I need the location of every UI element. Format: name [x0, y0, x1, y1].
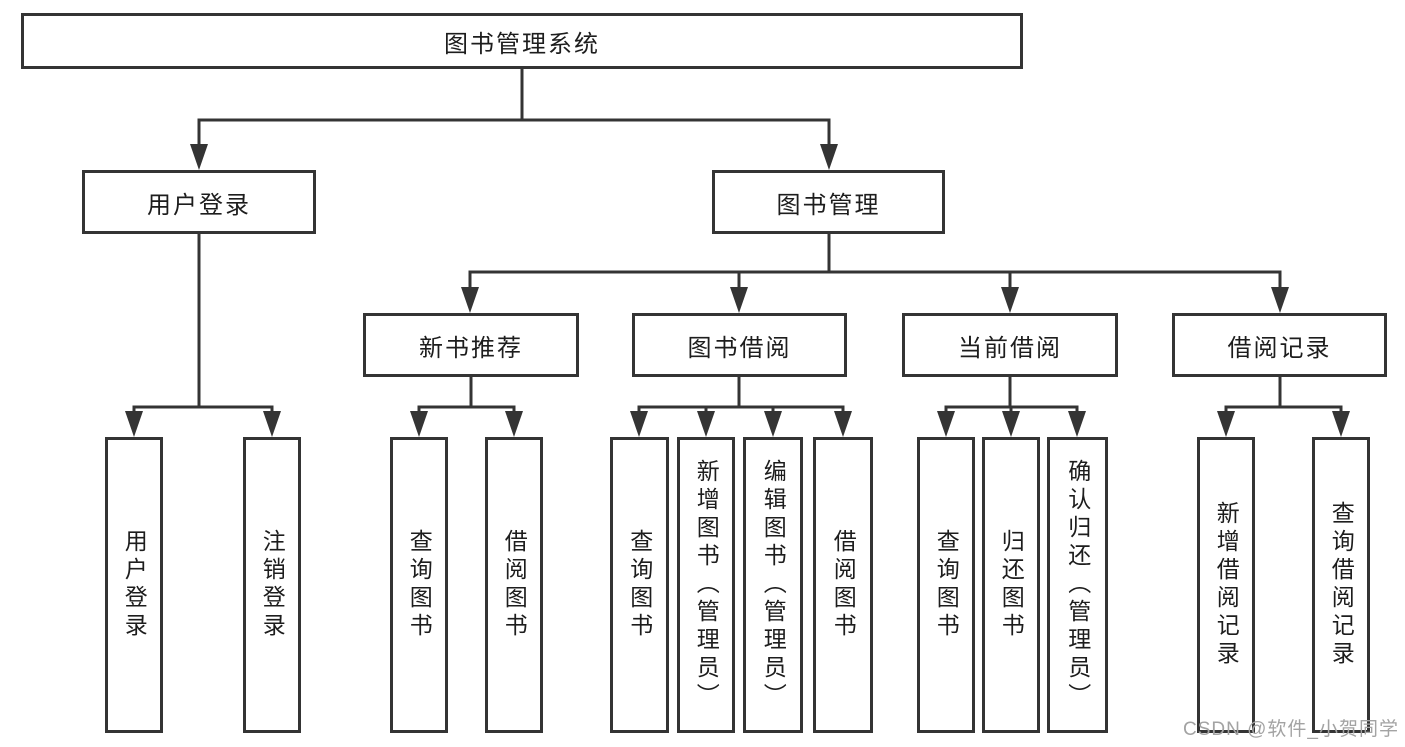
watermark: CSDN @软件_小贺同学 — [1183, 719, 1399, 740]
node-book-management: 图书管理 — [712, 170, 945, 234]
node-borrow-records-label: 借阅记录 — [1227, 334, 1332, 362]
node-leaf-edit-books-admin: 编辑图书（管理员） — [743, 437, 803, 733]
node-leaf-search-books-recommend: 查询图书 — [390, 437, 448, 733]
node-leaf-add-books-admin: 新增图书（管理员） — [677, 437, 735, 733]
node-leaf-confirm-return-admin: 确认归还（管理员） — [1047, 437, 1108, 733]
node-user-login: 用户登录 — [82, 170, 316, 234]
node-user-login-label: 用户登录 — [147, 191, 251, 219]
node-root-label: 图书管理系统 — [444, 30, 600, 58]
node-new-book-recommend: 新书推荐 — [363, 313, 579, 377]
node-leaf-return-books: 归还图书 — [982, 437, 1040, 733]
node-book-borrow: 图书借阅 — [632, 313, 847, 377]
node-current-borrow: 当前借阅 — [902, 313, 1118, 377]
node-root-system: 图书管理系统 — [21, 13, 1023, 69]
node-leaf-borrow-books-recommend: 借阅图书 — [485, 437, 543, 733]
node-current-borrow-label: 当前借阅 — [958, 334, 1062, 362]
node-leaf-borrow-books: 借阅图书 — [813, 437, 873, 733]
node-book-borrow-label: 图书借阅 — [687, 334, 792, 362]
node-leaf-add-borrow-record: 新增借阅记录 — [1197, 437, 1255, 733]
node-leaf-search-borrow-record: 查询借阅记录 — [1312, 437, 1370, 733]
node-new-book-recommend-label: 新书推荐 — [419, 334, 523, 362]
node-leaf-logout: 注销登录 — [243, 437, 301, 733]
node-leaf-user-login: 用户登录 — [105, 437, 163, 733]
node-leaf-search-books-borrow: 查询图书 — [610, 437, 669, 733]
node-leaf-search-books-current: 查询图书 — [917, 437, 975, 733]
node-borrow-records: 借阅记录 — [1172, 313, 1387, 377]
node-book-management-label: 图书管理 — [776, 191, 881, 219]
